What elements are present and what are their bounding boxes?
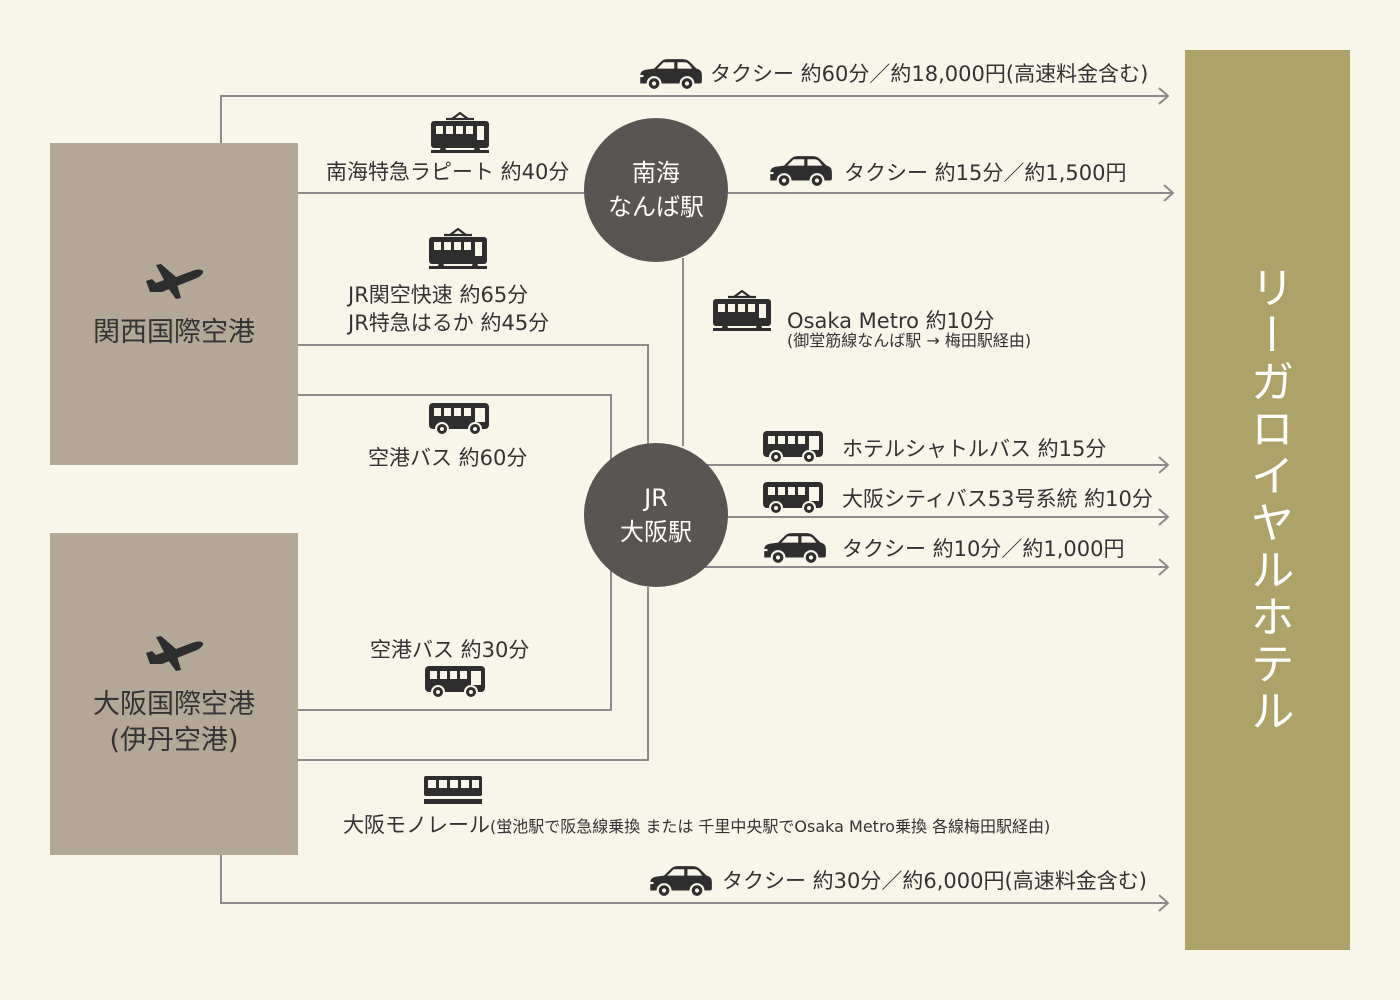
- bus-icon: [428, 402, 490, 436]
- itami-airport-subname: (伊丹空港): [109, 725, 239, 756]
- namba-station: 南海 なんば駅: [584, 118, 728, 262]
- namba-station-line2: なんば駅: [608, 193, 704, 221]
- namba-taxi-label: タクシー 約15分／約1,500円: [844, 161, 1127, 185]
- airplane-icon: [142, 257, 206, 301]
- car-icon: [766, 155, 834, 189]
- jr-kansai-rapid-label: JR関空快速 約65分: [348, 283, 529, 307]
- osaka-station-line1: JR: [644, 484, 668, 512]
- monorail-icon: [423, 775, 483, 805]
- monorail-label: 大阪モノレール: [343, 813, 490, 837]
- nankai-rapit-label: 南海特急ラピート 約40分: [326, 160, 570, 184]
- osaka-metro-note: (御堂筋線なんば駅 → 梅田駅経由): [787, 331, 1032, 350]
- jr-haruka-label: JR特急はるか 約45分: [348, 311, 550, 335]
- osaka-station: JR 大阪駅: [584, 443, 728, 587]
- car-icon: [646, 865, 714, 899]
- airplane-icon: [142, 629, 206, 673]
- namba-station-line1: 南海: [632, 159, 680, 187]
- kansai-airport-box: 関西国際空港: [50, 143, 298, 465]
- bus-icon: [762, 481, 824, 515]
- train-icon: [428, 228, 488, 272]
- shuttle-bus-label: ホテルシャトルバス 約15分: [842, 437, 1107, 461]
- bus-icon: [762, 430, 824, 464]
- kansai-taxi-label: タクシー 約60分／約18,000円(高速料金含む): [710, 62, 1149, 86]
- train-icon: [712, 290, 772, 334]
- osaka-station-line2: 大阪駅: [620, 518, 692, 546]
- itami-airport-name: 大阪国際空港: [93, 689, 255, 720]
- monorail-note: (蛍池駅で阪急線乗換 または 千里中央駅でOsaka Metro乗換 各線梅田駅…: [490, 817, 1051, 836]
- bus-icon: [424, 665, 486, 699]
- car-icon: [760, 532, 828, 566]
- city-bus-label: 大阪シティバス53号系統 約10分: [842, 487, 1153, 511]
- itami-airport-box: 大阪国際空港 (伊丹空港): [50, 533, 298, 855]
- hotel-box: リーガロイヤルホテル: [1185, 50, 1350, 950]
- hotel-name: リーガロイヤルホテル: [1242, 265, 1294, 735]
- itami-bus-label: 空港バス 約30分: [370, 638, 530, 662]
- osaka-taxi-label: タクシー 約10分／約1,000円: [842, 537, 1125, 561]
- kansai-bus-label: 空港バス 約60分: [368, 446, 528, 470]
- kansai-airport-name: 関西国際空港: [93, 317, 255, 348]
- train-icon: [430, 112, 490, 156]
- osaka-metro-label: Osaka Metro 約10分: [787, 309, 995, 333]
- monorail-label-row: 大阪モノレール(蛍池駅で阪急線乗換 または 千里中央駅でOsaka Metro乗…: [343, 811, 1050, 841]
- itami-taxi-label: タクシー 約30分／約6,000円(高速料金含む): [722, 869, 1147, 893]
- car-icon: [636, 58, 704, 92]
